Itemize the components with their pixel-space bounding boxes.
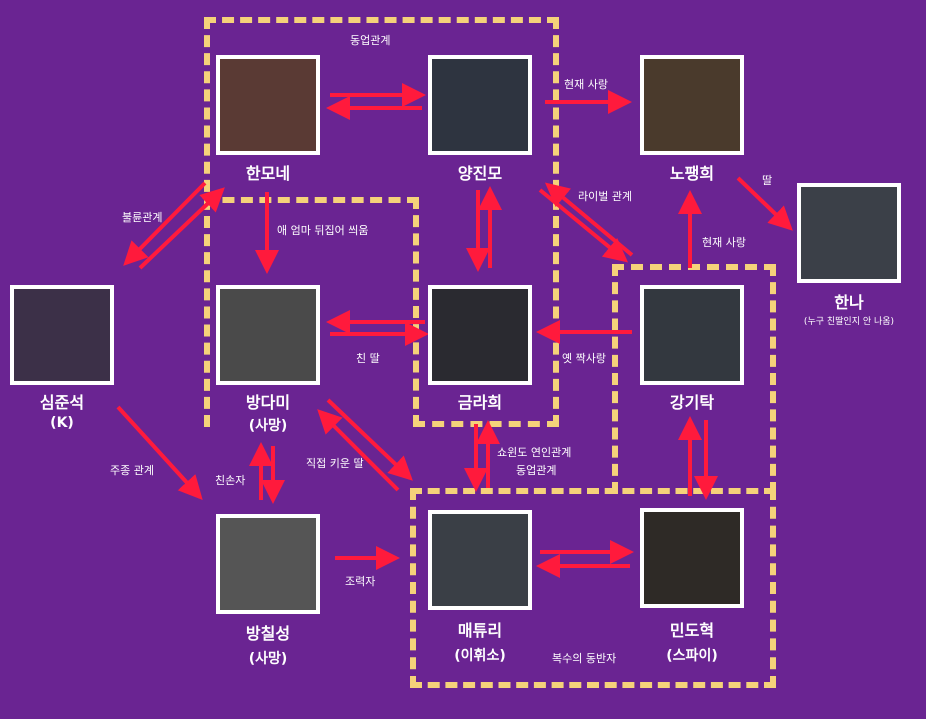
photo-ganggitak — [640, 285, 744, 385]
photo-bangchilseong — [216, 514, 320, 614]
label-mom-switched: 애 엄마 뒤집어 씌움 — [277, 224, 369, 237]
arrow-simjunseok-to-hanmone — [138, 187, 225, 270]
label-real-daughter: 친 딸 — [356, 352, 380, 365]
photo-hanmone — [216, 55, 320, 155]
label-revenge-partner: 복수의 동반자 — [552, 652, 617, 665]
node-name-hanna: 한나 — [834, 293, 864, 312]
node-name-hanmone: 한모네 — [245, 164, 291, 183]
label-rival: 라이벌 관계 — [578, 190, 633, 203]
node-sub-bangdami: (사망) — [248, 418, 288, 434]
photo-geumrahui — [428, 285, 532, 385]
zone-right-group — [612, 264, 776, 494]
photo-bangdami — [216, 285, 320, 385]
arrow-maetyuri-to-bangdami — [317, 409, 400, 492]
label-business-top: 동업관계 — [350, 34, 391, 47]
photo-mindohyeok — [640, 508, 744, 608]
node-name-simjunseok: 심준석 — [39, 393, 85, 412]
label-business-bottom: 동업관계 — [516, 464, 557, 477]
node-sub-maetyuri: (이휘소) — [454, 648, 506, 664]
node-name-mindohyeok: 민도혁 — [669, 621, 715, 640]
label-raised-daughter: 직접 키운 딸 — [306, 457, 364, 470]
label-grandchild: 친손자 — [215, 474, 246, 487]
zone-top-group — [204, 17, 559, 427]
photo-nopaenghui — [640, 55, 744, 155]
label-ex-lover: 옛 짝사랑 — [562, 352, 606, 365]
node-name-bangchilseong: 방칠성 — [245, 624, 291, 643]
photo-hanna — [797, 183, 901, 283]
label-current-love-2: 현재 사랑 — [702, 236, 746, 249]
node-name-yangjinmo: 양진모 — [457, 164, 503, 183]
node-name-bangdami: 방다미 — [245, 393, 291, 412]
node-note-hanna: (누구 친딸인지 안 나옴) — [803, 317, 895, 327]
zone-top-group-inner — [204, 17, 419, 203]
node-name-nopaenghui: 노팽희 — [669, 164, 715, 183]
zone-bottom-group — [410, 488, 776, 688]
arrow-simjunseok-to-bangchilseong — [116, 405, 203, 500]
node-name-geumrahui: 금라희 — [457, 393, 503, 412]
label-showbiz-couple: 쇼윈도 연인관계 — [497, 446, 572, 459]
node-sub-bangchilseong: (사망) — [248, 651, 288, 667]
node-name-ganggitak: 강기탁 — [669, 393, 715, 412]
photo-simjunseok — [10, 285, 114, 385]
photo-yangjinmo — [428, 55, 532, 155]
arrow-nopaenghui-to-hanna — [736, 176, 793, 231]
label-master-servant: 주종 관계 — [110, 464, 154, 477]
label-helper: 조력자 — [345, 575, 376, 588]
node-sub-mindohyeok: (스파이) — [666, 648, 718, 664]
node-sub-simjunseok: (K) — [50, 415, 74, 431]
photo-maetyuri — [428, 510, 532, 610]
label-daughter-hanna: 딸 — [762, 174, 773, 187]
label-current-love-1: 현재 사랑 — [564, 78, 608, 91]
arrow-ganggitak-to-yangjinmo — [544, 182, 634, 257]
arrow-hanmone-to-simjunseok — [123, 181, 207, 266]
node-name-maetyuri: 매튜리 — [457, 621, 503, 640]
label-affair: 불륜관계 — [122, 211, 163, 224]
